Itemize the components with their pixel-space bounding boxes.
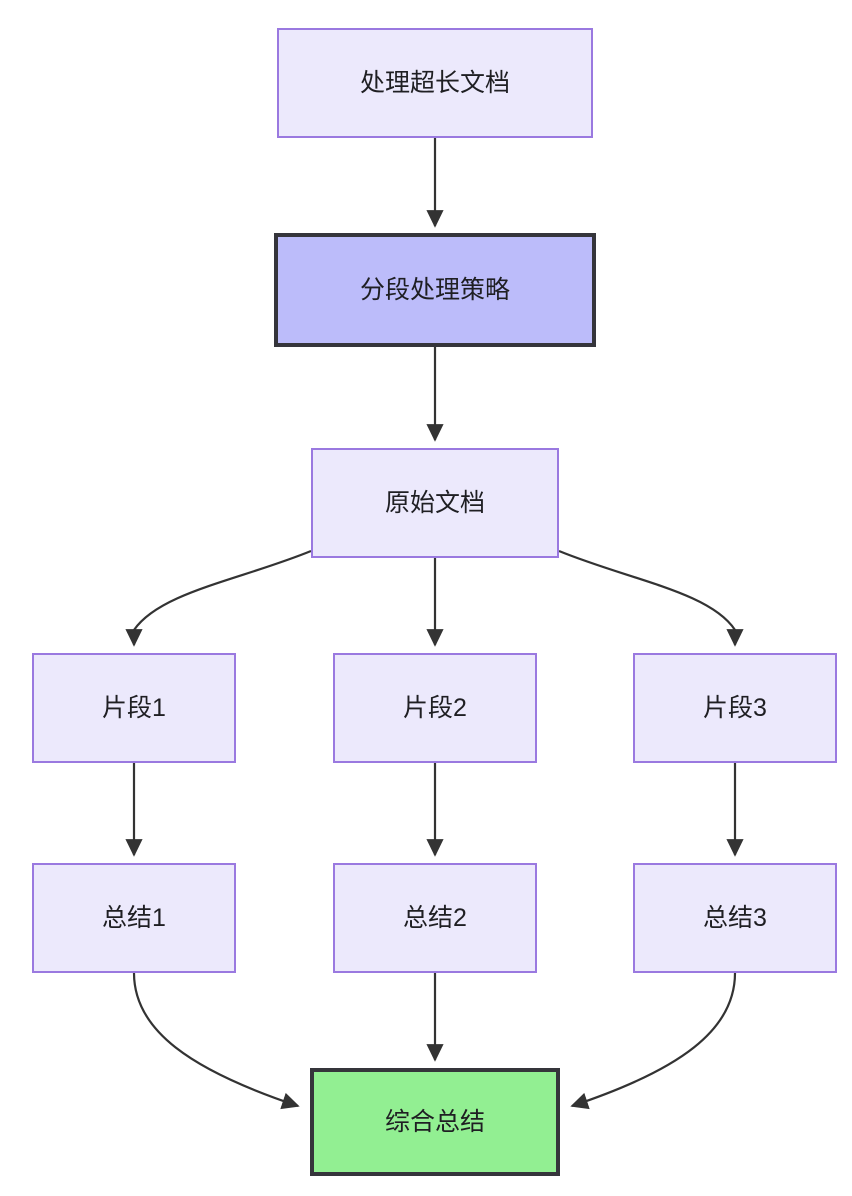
node-summary-1[interactable]: 总结1 — [32, 863, 236, 973]
edge-source-chunk3 — [558, 549, 744, 647]
node-final-summary-label: 综合总结 — [384, 1108, 485, 1136]
node-chunk-1-label: 片段1 — [102, 694, 166, 722]
node-chunk-3[interactable]: 片段3 — [633, 653, 837, 763]
node-chunk-2-label: 片段2 — [403, 694, 467, 722]
node-summary-2[interactable]: 总结2 — [333, 863, 537, 973]
node-strategy-label: 分段处理策略 — [359, 276, 510, 304]
edge-summary3-final — [570, 972, 737, 1110]
node-summary-2-label: 总结2 — [403, 904, 467, 932]
node-chunk-1[interactable]: 片段1 — [32, 653, 236, 763]
node-source-document[interactable]: 原始文档 — [311, 448, 559, 558]
node-source-document-label: 原始文档 — [384, 489, 485, 517]
node-chunk-2[interactable]: 片段2 — [333, 653, 537, 763]
node-summary-3-label: 总结3 — [703, 904, 767, 932]
node-chunk-3-label: 片段3 — [703, 694, 767, 722]
node-final-summary[interactable]: 综合总结 — [310, 1068, 560, 1176]
node-strategy[interactable]: 分段处理策略 — [274, 233, 596, 347]
node-root[interactable]: 处理超长文档 — [277, 28, 593, 138]
node-summary-1-label: 总结1 — [102, 904, 166, 932]
edge-summary1-final — [132, 972, 300, 1110]
node-summary-3[interactable]: 总结3 — [633, 863, 837, 973]
edge-source-chunk1 — [125, 549, 312, 647]
node-root-label: 处理超长文档 — [359, 69, 510, 97]
